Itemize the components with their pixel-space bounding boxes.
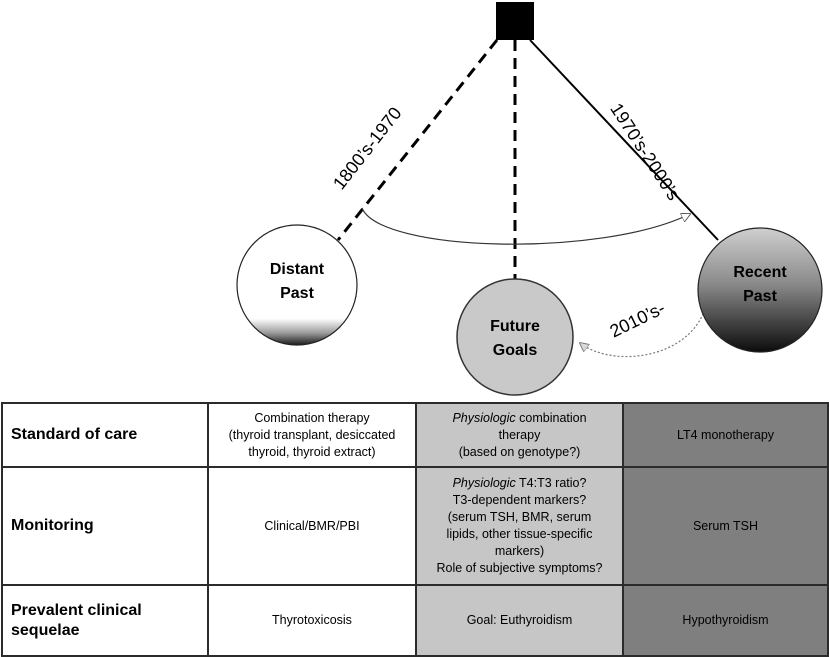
cell-text: T4:T3 ratio? bbox=[515, 476, 587, 490]
line-to-recent-past bbox=[529, 39, 719, 241]
cell-line: (thyroid transplant, desiccated bbox=[228, 427, 396, 442]
cell-line: (based on genotype?) bbox=[458, 444, 581, 459]
future-goals-label-line2: Goals bbox=[493, 342, 538, 359]
cell-line: Hypothyroidism bbox=[682, 613, 769, 627]
cell-monitoring-distant-past: Clinical/BMR/PBI bbox=[207, 466, 417, 586]
swing-arrow-past-to-recent bbox=[361, 207, 690, 245]
era-label-recent: 1970’s-2000’s bbox=[606, 100, 683, 204]
distant-past-label-line1: Distant bbox=[270, 261, 325, 278]
cell-line: T3-dependent markers? bbox=[452, 493, 587, 507]
cell-sequelae-recent-past: Hypothyroidism bbox=[622, 584, 829, 657]
cell-monitoring-future-goals: Physiologic T4:T3 ratio? T3-dependent ma… bbox=[415, 466, 624, 586]
recent-past-label-line1: Recent bbox=[733, 264, 787, 281]
cell-sequelae-distant-past: Thyrotoxicosis bbox=[207, 584, 417, 657]
italic-term: Physiologic bbox=[452, 476, 516, 490]
cell-standard-recent-past: LT4 monotherapy bbox=[622, 402, 829, 468]
cell-line: Clinical/BMR/PBI bbox=[264, 518, 360, 533]
era-label-distant: 1800’s-1970 bbox=[329, 103, 406, 193]
cell-line: Thyrotoxicosis bbox=[272, 613, 352, 627]
cell-standard-distant-past: Combination therapy (thyroid transplant,… bbox=[207, 402, 417, 468]
italic-term: Physiologic bbox=[452, 410, 516, 425]
cell-line: Physiologic combination bbox=[423, 410, 616, 427]
line-to-distant-past bbox=[336, 39, 499, 241]
row-header-prevalent-clinical-sequelae: Prevalent clinical sequelae bbox=[1, 584, 209, 657]
cell-line: Role of subjective symptoms? bbox=[436, 561, 603, 575]
distant-past-label-line2: Past bbox=[280, 285, 314, 302]
cell-line: Serum TSH bbox=[692, 518, 759, 533]
cell-sequelae-future-goals: Goal: Euthyroidism bbox=[415, 584, 624, 657]
cell-line: LT4 monotherapy bbox=[676, 427, 775, 442]
table-row: Prevalent clinical sequelae Thyrotoxicos… bbox=[1, 584, 829, 657]
table-row: Monitoring Clinical/BMR/PBI Physiologic … bbox=[1, 466, 829, 586]
timeline-diagram: Distant Past Future Goals Recent Past 18… bbox=[236, 2, 823, 396]
cell-standard-future-goals: Physiologic combination therapy (based o… bbox=[415, 402, 624, 468]
cell-monitoring-recent-past: Serum TSH bbox=[622, 466, 829, 586]
recent-past-label-line2: Past bbox=[743, 288, 777, 305]
comparison-table: Standard of care Combination therapy (th… bbox=[1, 402, 829, 657]
cell-text: combination bbox=[515, 410, 587, 425]
table-row: Standard of care Combination therapy (th… bbox=[1, 402, 829, 468]
cell-line: Combination therapy bbox=[254, 410, 370, 425]
cell-line: Goal: Euthyroidism bbox=[466, 613, 573, 627]
recent-past-node: Recent Past bbox=[697, 227, 823, 353]
row-header-monitoring: Monitoring bbox=[1, 466, 209, 586]
row-header-standard-of-care: Standard of care bbox=[1, 402, 209, 468]
cell-line: therapy bbox=[498, 427, 541, 442]
cell-line: (serum TSH, BMR, serum bbox=[447, 510, 592, 524]
cell-line: lipids, other tissue-specific bbox=[446, 527, 593, 541]
pivot-square bbox=[496, 2, 534, 40]
future-goals-node: Future Goals bbox=[456, 278, 574, 396]
cell-line: Physiologic T4:T3 ratio? bbox=[423, 475, 616, 492]
distant-past-node: Distant Past bbox=[236, 224, 358, 346]
cell-line: markers) bbox=[494, 544, 545, 558]
cell-line: thyroid, thyroid extract) bbox=[248, 444, 376, 459]
future-goals-label-line1: Future bbox=[490, 318, 540, 335]
era-label-future: 2010’s- bbox=[607, 298, 669, 342]
